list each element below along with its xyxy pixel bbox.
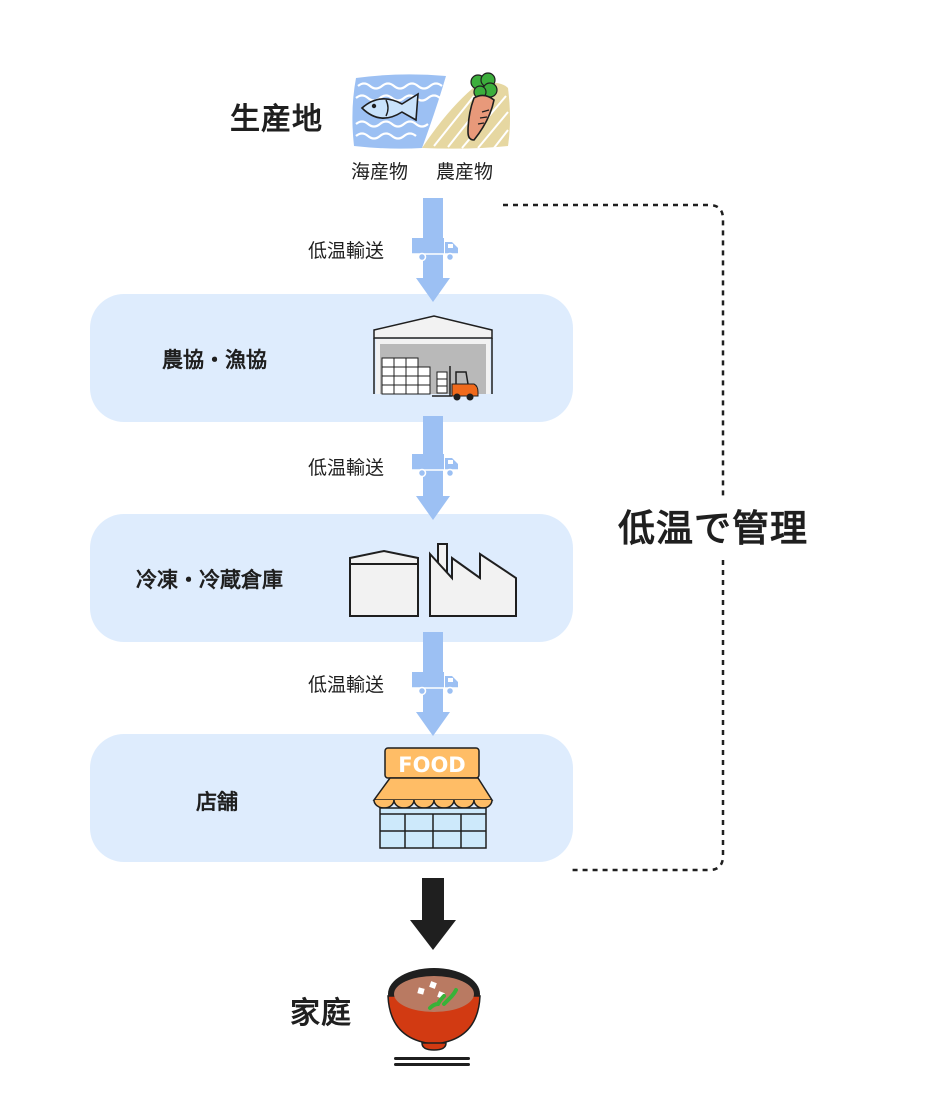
wave-lines (355, 82, 443, 140)
managed-label: 低温で管理 (618, 507, 808, 550)
transport-label-1: 低温輸送 (308, 240, 385, 262)
delivery-arrow (410, 878, 456, 950)
chopstick-icon (394, 1063, 470, 1066)
fish-icon (360, 92, 419, 122)
truck-icon (412, 672, 458, 696)
stage-box-cold-storage: 冷凍・冷蔵倉庫 (90, 514, 573, 642)
store-sign-text: FOOD (398, 753, 465, 777)
stage-label-cold-storage: 冷凍・冷蔵倉庫 (136, 568, 283, 592)
stage-label-store: 店舗 (196, 790, 238, 814)
truck-icon (412, 454, 458, 478)
warehouse-forklift-icon (373, 315, 493, 401)
forklift-icon (432, 366, 479, 401)
stage-box-store: 店舗 (90, 734, 573, 862)
transport-label-2: 低温輸送 (308, 457, 385, 479)
miso-soup-bowl-icon (387, 968, 481, 1066)
storage-building (349, 549, 419, 617)
stage-label-cooperative: 農協・漁協 (162, 348, 267, 372)
origin-title: 生産地 (230, 102, 323, 137)
food-store-icon: FOOD (372, 747, 494, 849)
transport-label-3: 低温輸送 (308, 674, 385, 696)
produce-label: 農産物 (436, 161, 494, 183)
factory-building (429, 543, 517, 617)
seafood-farm-icon (352, 72, 510, 149)
cold-storage-factory-icon (349, 543, 517, 617)
carrot-icon (467, 72, 498, 141)
truck-icon (412, 238, 458, 262)
seafood-label: 海産物 (351, 161, 409, 183)
destination-label: 家庭 (290, 996, 352, 1031)
chopstick-icon (394, 1057, 470, 1060)
